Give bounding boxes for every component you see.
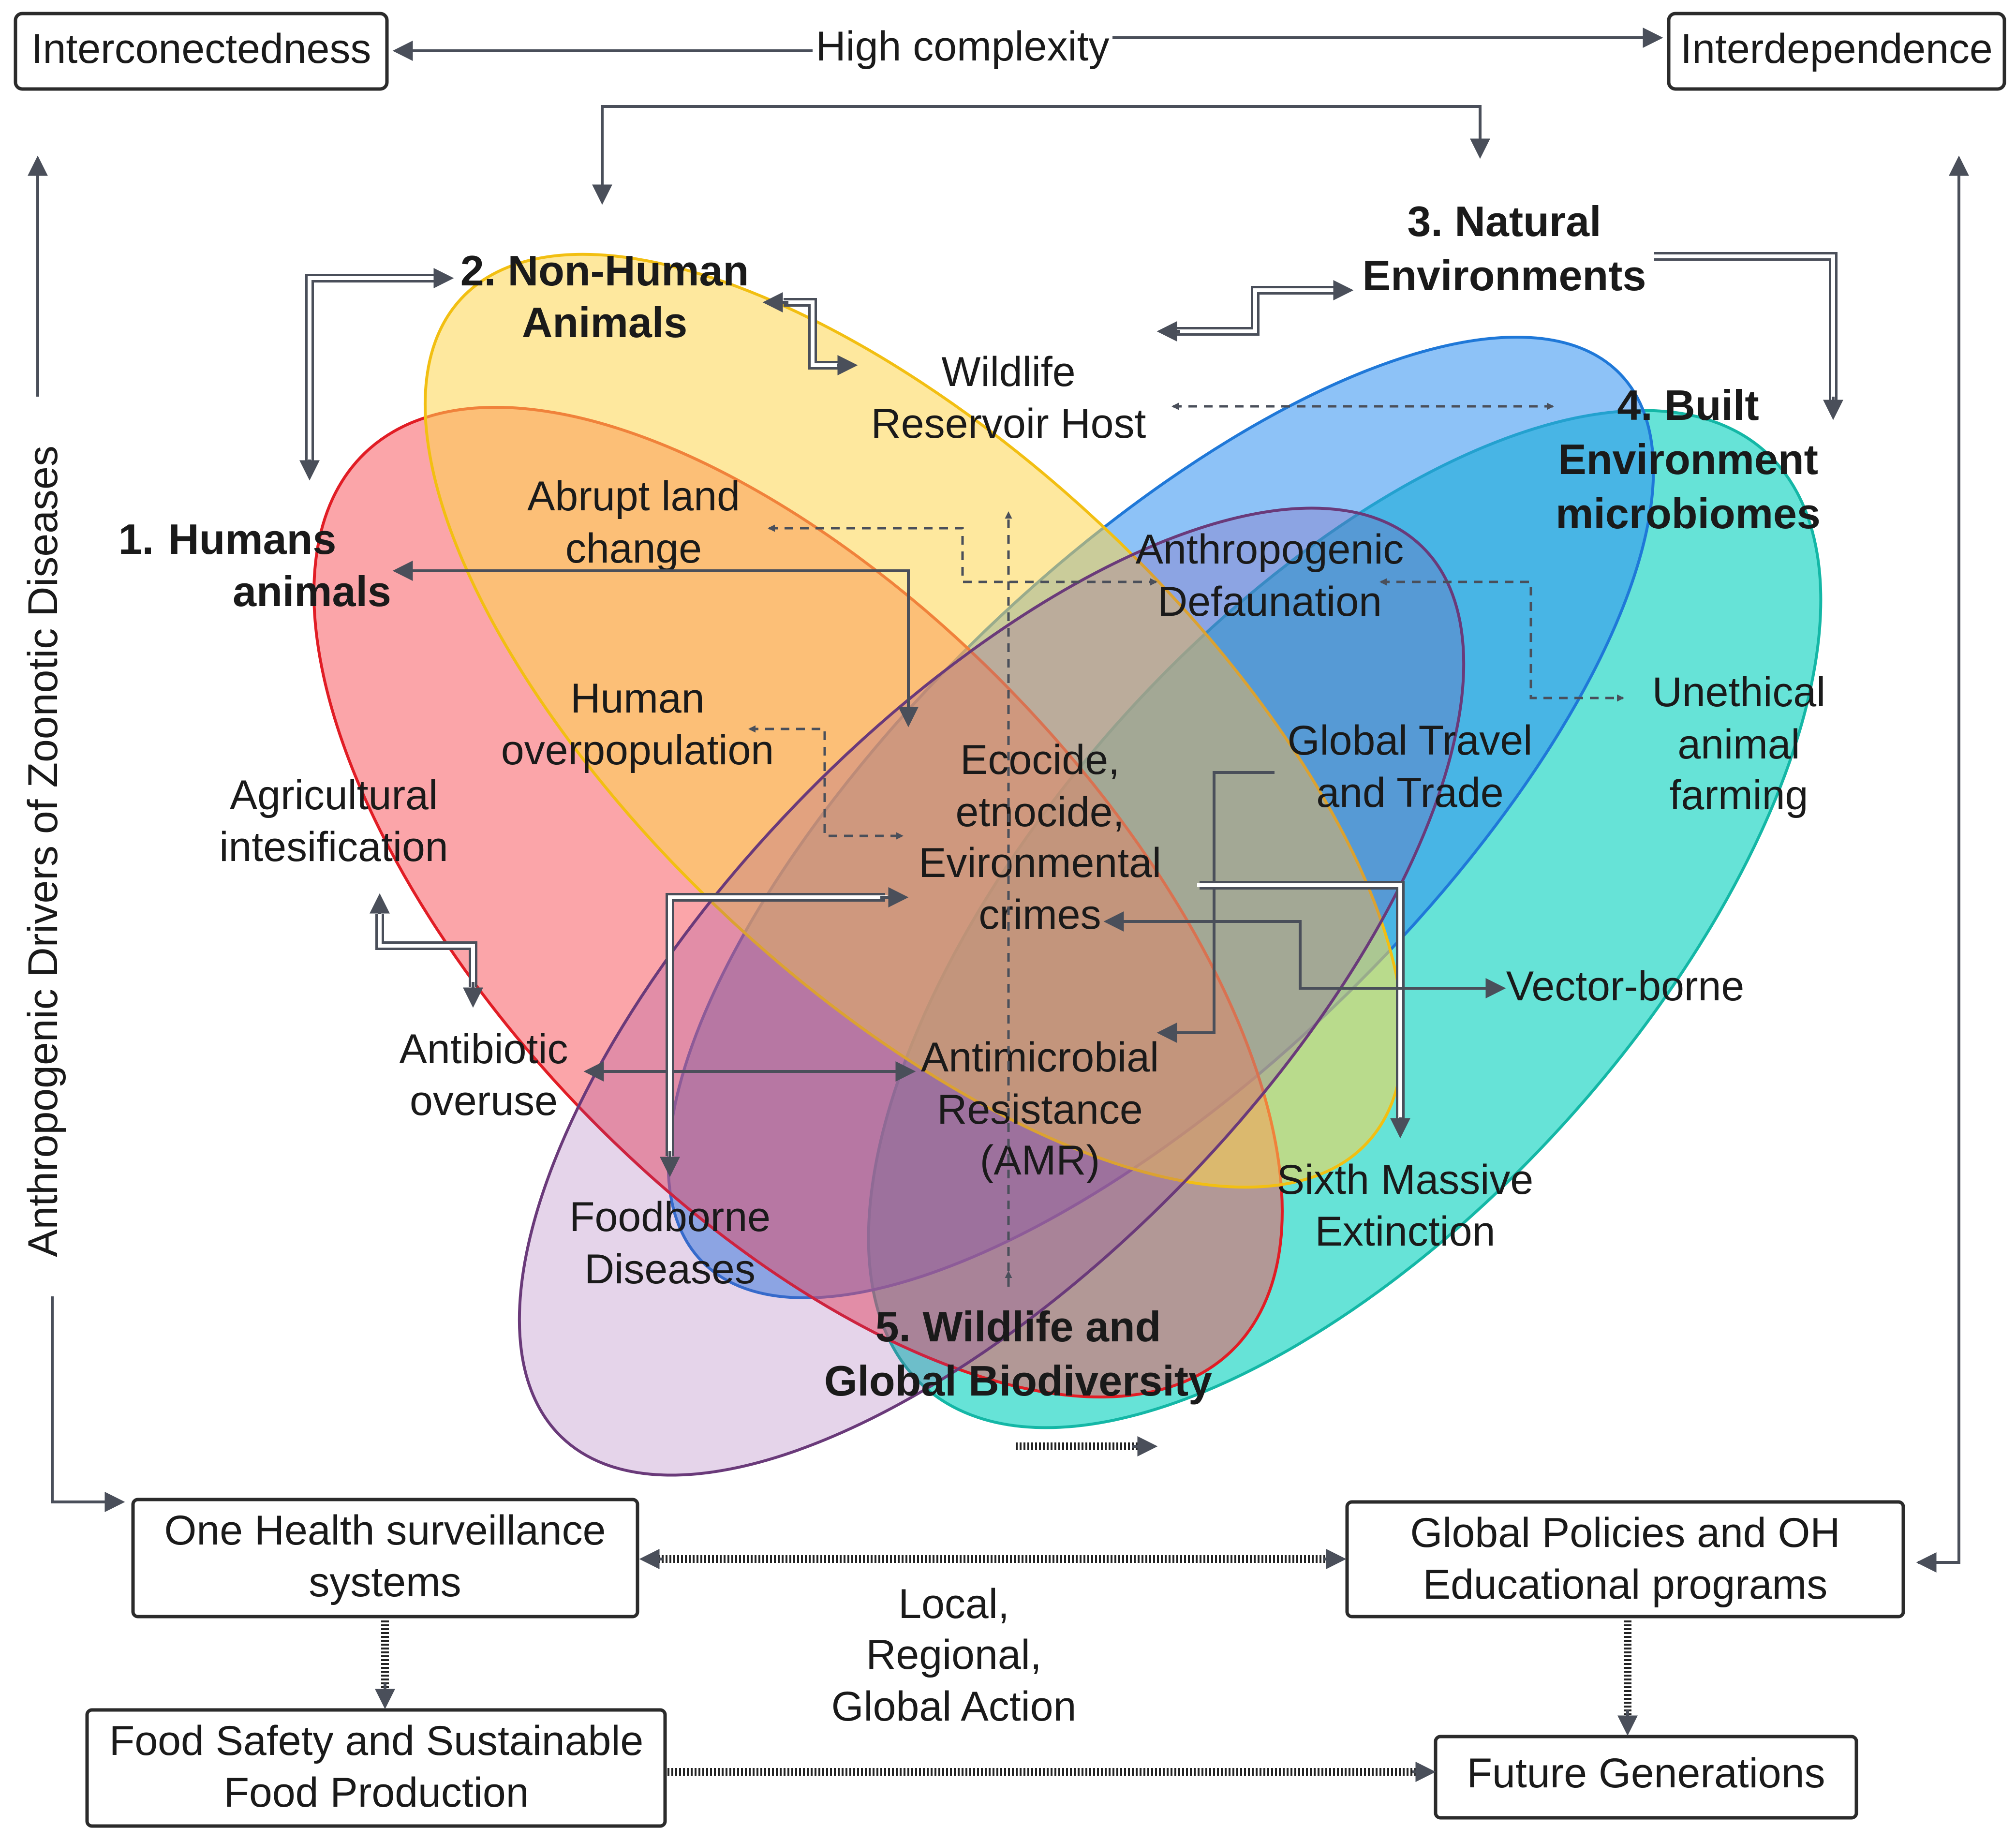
policies-label: Global Policies and OH [1410, 1510, 1840, 1556]
side-line-down [51, 1296, 125, 1512]
interconnectedness-box [14, 12, 389, 91]
action-label-3: Global Action [831, 1683, 1077, 1730]
unethical-label-3: farming [1670, 772, 1808, 818]
connectors [299, 252, 1843, 1456]
food-safety-box [85, 1708, 667, 1828]
unethical-label-2: animal [1677, 721, 1800, 768]
unethical-label: Unethical [1652, 669, 1826, 715]
vector-borne-label: Vector-borne [1506, 963, 1744, 1010]
ecocide-label-4: crimes [978, 891, 1101, 938]
agricultural-label: Agricultural [230, 772, 438, 818]
food-safety-label: Food Safety and Sustainable [109, 1718, 643, 1764]
future-label: Future Generations [1467, 1750, 1825, 1797]
wildlife-title-2: Global Biodiversity [824, 1357, 1212, 1405]
natural-title-2: Environments [1363, 252, 1646, 299]
bottom-connectors [375, 1549, 1638, 1782]
amr-label-2: Resistance [937, 1086, 1142, 1133]
policies-label-2: Educational programs [1423, 1561, 1828, 1608]
sixth-extinction-label-2: Extinction [1315, 1208, 1496, 1255]
humans-title-2: animals [233, 567, 391, 615]
travel-label: Global Travel [1288, 717, 1533, 764]
surveillance-box [131, 1498, 639, 1619]
wildlife-reservoir-label-2: Reservoir Host [871, 401, 1146, 447]
wildlife-reservoir-label: Wildlife [941, 349, 1075, 395]
side-label: Anthropogenic Drivers of Zoonotic Diseas… [20, 446, 66, 1257]
built-title-3: microbiomes [1556, 490, 1821, 537]
ecocide-label-2: etnocide, [955, 789, 1124, 835]
surveillance-label: One Health surveillance [164, 1507, 606, 1554]
built-title: 4. Built [1617, 381, 1759, 429]
amr-label-3: (AMR) [980, 1137, 1100, 1184]
surveillance-label-2: systems [309, 1559, 461, 1605]
defaunation-label: Anthropogenic [1136, 526, 1404, 573]
travel-label-2: and Trade [1316, 770, 1503, 816]
ecocide-label: Ecocide, [960, 737, 1120, 783]
defaunation-label-2: Defaunation [1157, 579, 1382, 625]
wildlife-title: 5. Wildlife and [875, 1303, 1161, 1351]
abrupt-land-label-2: change [565, 525, 702, 572]
overpopulation-label: Human [570, 675, 704, 722]
antibiotic-label-2: overuse [410, 1078, 558, 1124]
food-safety-label-2: Food Production [223, 1769, 529, 1816]
action-label-2: Regional, [866, 1632, 1041, 1678]
abrupt-land-label: Abrupt land [527, 473, 740, 520]
humans-title: 1.Humans [119, 515, 337, 563]
policies-box [1345, 1500, 1905, 1619]
interconnectedness-label: Interconectedness [31, 26, 371, 72]
interdependence-box [1667, 12, 2006, 91]
built-title-2: Environment [1558, 435, 1818, 483]
amr-label: Antimicrobial [921, 1034, 1159, 1081]
action-label: Local, [898, 1581, 1009, 1627]
right-line [1918, 155, 1969, 1564]
sixth-extinction-label: Sixth Massive [1277, 1157, 1534, 1203]
ecocide-label-3: Evironmental [919, 840, 1161, 886]
natural-title: 3. Natural [1407, 197, 1601, 245]
overpopulation-label-2: overpopulation [501, 727, 774, 773]
interdependence-label: Interdependence [1680, 26, 1993, 72]
non-human-title: 2. Non-Human [460, 247, 749, 295]
agricultural-label-2: intesification [219, 824, 448, 870]
foodborne-label-2: Diseases [584, 1246, 756, 1292]
top-bracket [601, 105, 1490, 196]
foodborne-label: Foodborne [569, 1194, 771, 1240]
non-human-title-2: Animals [522, 298, 687, 346]
high-complexity-label: High complexity [816, 23, 1110, 70]
antibiotic-label: Antibiotic [400, 1026, 568, 1072]
